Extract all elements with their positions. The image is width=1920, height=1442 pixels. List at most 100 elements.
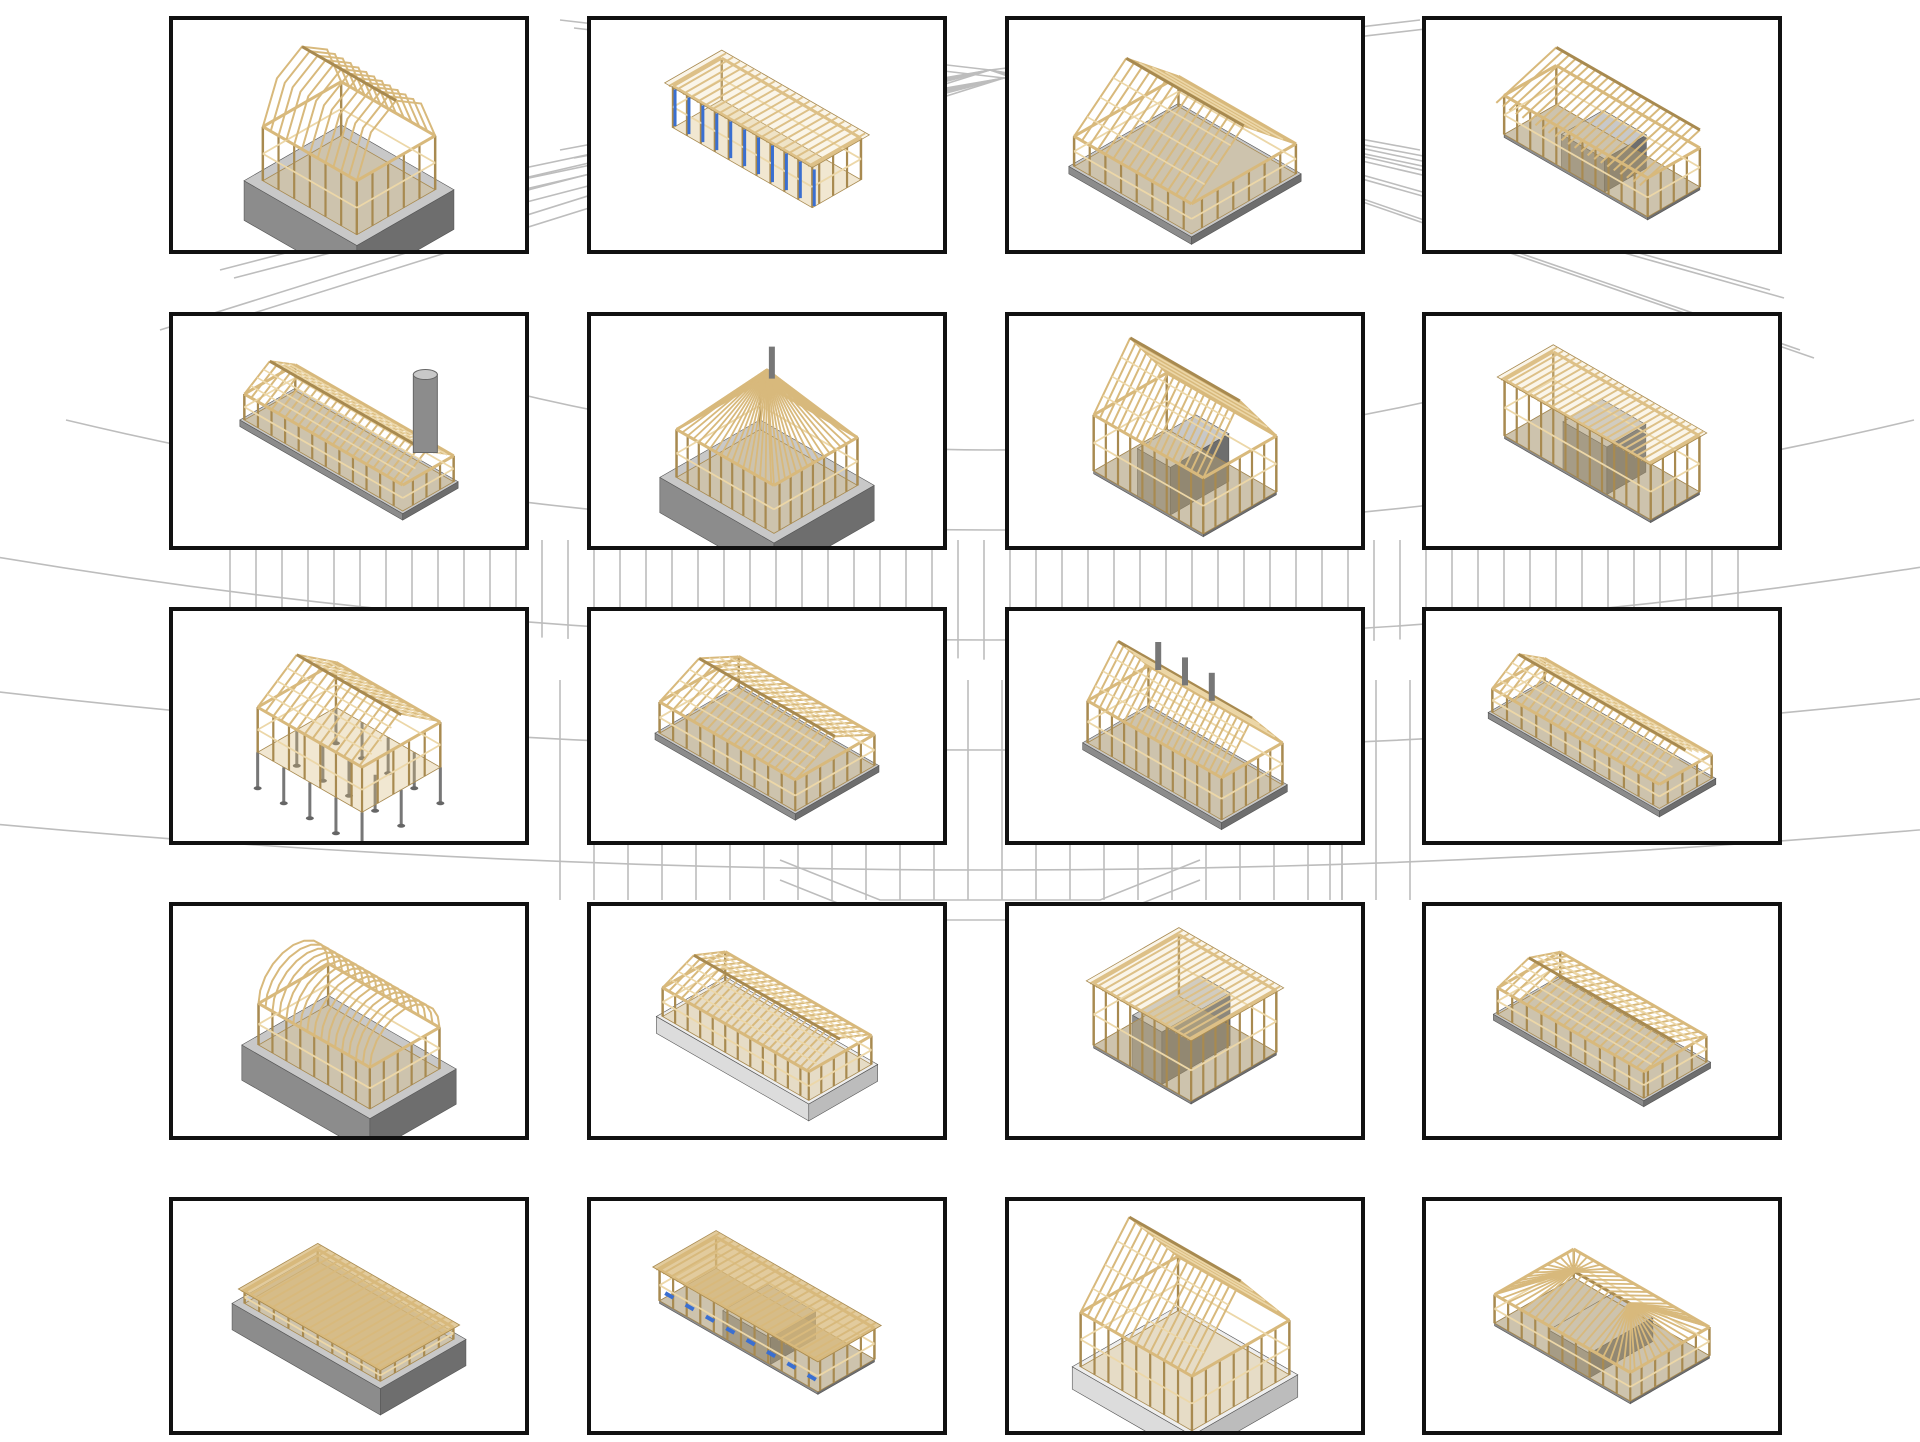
building-tile <box>169 607 529 845</box>
timber-frame <box>257 939 441 1110</box>
mid-rail <box>1080 1338 1193 1405</box>
rafter <box>1554 80 1616 138</box>
rafter <box>1602 1303 1632 1358</box>
rafter <box>748 369 768 472</box>
mid-rail <box>1221 763 1283 800</box>
building-render <box>243 45 455 250</box>
rafter <box>1079 1216 1131 1313</box>
top-plate <box>356 134 436 183</box>
joist <box>744 96 803 131</box>
purlin <box>718 656 856 737</box>
joist <box>1144 961 1238 1016</box>
mid-rail <box>340 107 436 164</box>
building-render <box>1493 1247 1711 1405</box>
timber-frame <box>1072 57 1298 235</box>
hip-rafter <box>1629 1302 1683 1344</box>
arch-rib <box>278 951 350 1016</box>
building-tile <box>169 16 529 254</box>
rafter <box>1528 65 1590 123</box>
mid-rail <box>672 106 813 188</box>
rafter <box>1568 1290 1610 1339</box>
mid-rail <box>1177 1282 1290 1349</box>
joist <box>724 84 783 119</box>
building-complex-hall <box>655 950 879 1122</box>
building-render <box>651 1230 883 1395</box>
top-plate <box>243 392 404 487</box>
purlin <box>1511 662 1680 760</box>
joist <box>1616 413 1674 448</box>
timber-frame <box>261 45 437 236</box>
top-plate <box>1658 753 1713 786</box>
mid-rail <box>817 1342 875 1377</box>
rafter <box>1573 1267 1608 1273</box>
joist <box>703 72 762 107</box>
building-tile <box>169 902 529 1140</box>
hip-rafter <box>1629 1302 1677 1348</box>
rafter <box>1560 84 1623 142</box>
rafter <box>1541 72 1603 130</box>
building-tile <box>1422 1197 1782 1435</box>
mid-rail <box>1503 114 1649 199</box>
top-plate <box>401 454 455 487</box>
rafter <box>714 368 768 453</box>
rafter <box>759 369 768 478</box>
top-plate <box>1646 146 1701 180</box>
arch-rib <box>334 983 406 1048</box>
purlin <box>1138 345 1250 411</box>
top-plate <box>327 962 441 1029</box>
purlin <box>267 693 373 755</box>
joist <box>1174 978 1269 1034</box>
joist <box>772 112 831 147</box>
timber-frame <box>1491 652 1713 809</box>
rafter <box>1561 1286 1603 1335</box>
joist <box>717 80 776 115</box>
purlin <box>1104 1264 1217 1330</box>
hip-rafter <box>766 368 836 451</box>
pile-foot <box>371 808 380 813</box>
rafter <box>1581 1274 1622 1278</box>
mid-rail <box>257 683 337 731</box>
joist <box>1640 427 1698 462</box>
top-plate <box>1555 64 1701 150</box>
timber-frame <box>237 1242 461 1382</box>
mid-rail <box>1093 400 1168 444</box>
building-tile <box>587 902 947 1140</box>
building-render <box>231 1242 467 1416</box>
purlin <box>685 962 833 1049</box>
top-plate <box>1643 1034 1708 1074</box>
mid-rail <box>402 467 455 499</box>
purlin <box>701 953 849 1040</box>
building-l-shaped-house <box>1082 639 1288 831</box>
purlin <box>1125 646 1261 726</box>
top-plate <box>1190 989 1278 1041</box>
building-stilt-complex <box>253 653 445 841</box>
building-render <box>1068 57 1302 245</box>
mid-rail <box>659 716 796 797</box>
mid-rail <box>258 983 329 1025</box>
mid-rail <box>662 965 726 1003</box>
joist <box>1512 353 1570 388</box>
rafter <box>709 368 768 450</box>
top-plate <box>1092 933 1180 985</box>
top-plate <box>661 986 810 1073</box>
hip-rafter <box>766 368 820 461</box>
hip-rafter <box>766 369 775 486</box>
floor-plate <box>243 390 455 512</box>
pile-foot <box>331 831 340 836</box>
mid-rail <box>1629 1340 1710 1388</box>
arch-rib <box>264 943 337 1008</box>
mid-rail <box>1491 699 1660 798</box>
rafter <box>1508 54 1571 112</box>
rafter <box>658 657 700 703</box>
joist <box>696 68 755 103</box>
mid-rail <box>1190 1020 1277 1072</box>
joist <box>779 116 838 151</box>
mid-rail <box>257 728 363 791</box>
hip-rafter <box>766 369 814 464</box>
purlin <box>1116 1240 1229 1306</box>
joist <box>1597 402 1655 437</box>
arch-rib <box>320 975 392 1040</box>
timber-frame <box>661 950 873 1101</box>
purlin <box>1099 96 1219 166</box>
joist <box>1168 975 1263 1030</box>
